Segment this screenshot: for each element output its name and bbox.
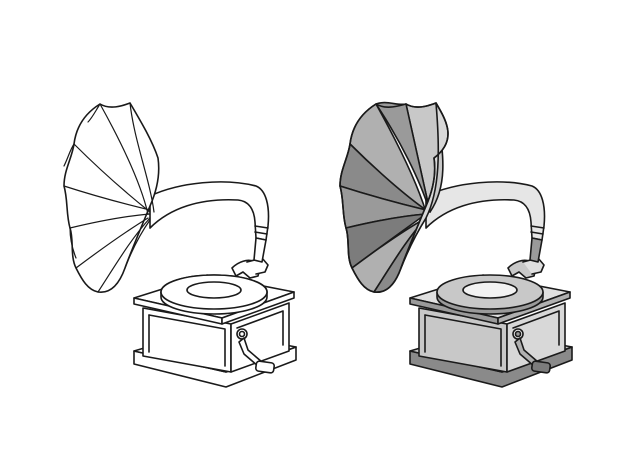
shaded-horn-neck	[425, 181, 546, 241]
shaded-crank-knob	[530, 360, 552, 374]
outline-crank-knob	[254, 360, 276, 374]
outline-record-label	[186, 281, 242, 299]
shaded-horn-bell	[339, 101, 449, 293]
shaded-record-label	[462, 281, 518, 299]
